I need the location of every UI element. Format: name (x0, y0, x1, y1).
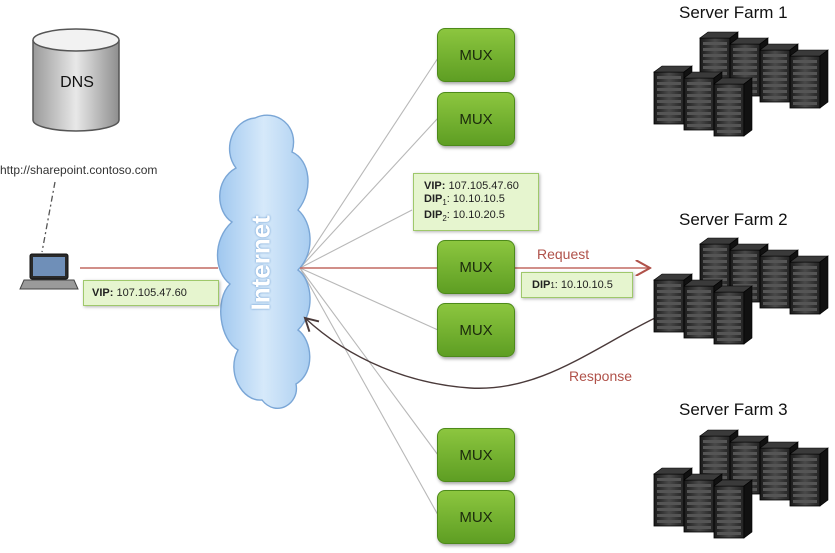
mux-box: MUX (437, 490, 515, 544)
client-vip-value: 107.105.47.60 (116, 286, 187, 299)
dns-lookup-line (41, 181, 56, 253)
client-vip-callout: VIP: 107.105.47.60 (83, 280, 219, 306)
server-farm-1-title: Server Farm 1 (679, 3, 788, 22)
mux-box: MUX (437, 240, 515, 294)
mux-dip1-line: DIP1: 10.10.10.5 (424, 193, 505, 208)
internet-cloud-icon (216, 114, 311, 409)
laptop-icon (19, 253, 79, 290)
mux-box: MUX (437, 303, 515, 357)
request-label: Request (537, 246, 590, 262)
mux-dip2-line: DIP2: 10.10.20.5 (424, 209, 505, 224)
dns-database-icon (32, 28, 120, 132)
response-arrow (303, 316, 656, 389)
response-label: Response (569, 368, 633, 384)
mux-box: MUX (437, 428, 515, 482)
url-label: http://sharepoint.contoso.com (0, 163, 158, 177)
dns-label: DNS (60, 74, 94, 91)
mux-box: MUX (437, 92, 515, 146)
mux-config-callout: VIP: 107.105.47.60 DIP1: 10.10.10.5 DIP2… (413, 173, 539, 231)
server-farm-3-title: Server Farm 3 (679, 400, 788, 419)
mux-vip-line: VIP: 107.105.47.60 (424, 180, 519, 192)
server-farm-2-title: Server Farm 2 (679, 210, 788, 229)
mux-box: MUX (437, 28, 515, 82)
mux-fan-lines (299, 57, 439, 516)
internet-label: Internet (245, 215, 276, 311)
client-vip-key: VIP: (92, 286, 114, 299)
